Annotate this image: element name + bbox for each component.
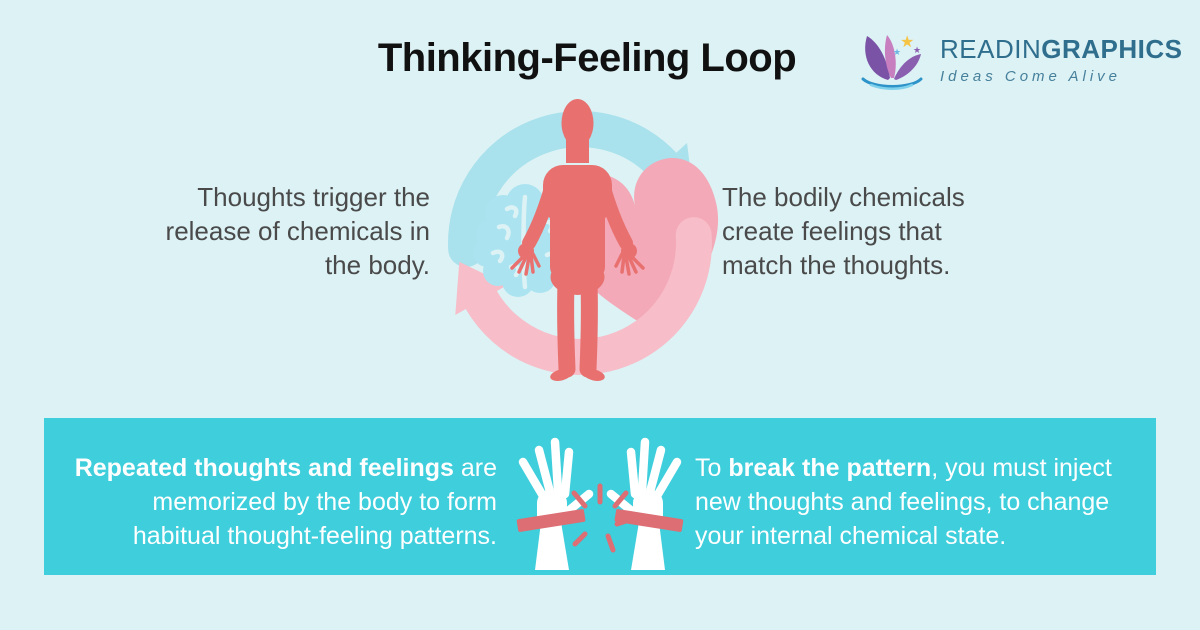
break-burst bbox=[571, 483, 632, 553]
brand-bold: GRAPHICS bbox=[1041, 34, 1183, 65]
tiny-star-icon: ★ bbox=[913, 45, 921, 55]
band-right-caption: To break the pattern, you must inject ne… bbox=[695, 451, 1140, 553]
bold-text: Repeated thoughts and feelings bbox=[74, 454, 454, 482]
logo-inner-wing bbox=[884, 35, 896, 78]
caption-line: memorized by the body to form bbox=[152, 488, 497, 516]
logo-swoosh-light bbox=[869, 83, 914, 90]
caption-line: The bodily chemicals bbox=[722, 182, 965, 212]
regular-text: To bbox=[695, 454, 729, 482]
caption-line: habitual thought-feeling patterns. bbox=[132, 522, 497, 550]
bold-text: break the pattern bbox=[728, 454, 932, 482]
caption-line: new thoughts and feelings, to change bbox=[695, 488, 1110, 516]
logo-right-wing bbox=[894, 54, 921, 80]
regular-text: are bbox=[453, 454, 497, 482]
left-hand bbox=[518, 437, 594, 570]
caption-line: the body. bbox=[324, 250, 430, 280]
star-icon: ★ bbox=[900, 34, 914, 51]
butterfly-book-logo-icon: ★ ★ ★ bbox=[861, 34, 923, 90]
broken-bar bbox=[516, 509, 684, 532]
right-hand bbox=[606, 437, 682, 570]
small-star-icon: ★ bbox=[893, 47, 901, 57]
hands-breaking-bar-icon bbox=[516, 437, 684, 570]
thinking-feeling-loop-illustration bbox=[448, 99, 718, 381]
pink-loop-arrow-icon bbox=[455, 217, 712, 375]
logo-text: READINGRAPHICS Ideas Come Alive bbox=[940, 35, 1183, 85]
caption-line: To break the pattern, you must inject bbox=[695, 451, 1140, 485]
caption-line: your internal chemical state. bbox=[695, 522, 1007, 550]
brand-regular: READIN bbox=[940, 34, 1042, 65]
human-body-icon bbox=[510, 99, 645, 381]
band-left-caption: Repeated thoughts and feelings are memor… bbox=[60, 451, 497, 553]
brand-tagline: Ideas Come Alive bbox=[940, 67, 1121, 85]
page-title: Thinking-Feeling Loop bbox=[377, 36, 797, 80]
logo-swoosh bbox=[861, 77, 923, 88]
caption-line: Thoughts trigger the bbox=[197, 182, 430, 212]
loop-right-caption: The bodily chemicals create feelings tha… bbox=[722, 180, 1032, 282]
brand-name: READINGRAPHICS bbox=[940, 35, 1183, 64]
logo-left-wing bbox=[865, 36, 890, 80]
caption-line: match the thoughts. bbox=[722, 250, 951, 280]
caption-line: create feelings that bbox=[722, 216, 942, 246]
caption-line: Repeated thoughts and feelings are bbox=[60, 451, 497, 485]
brand-logo: ★ ★ ★ READINGRAPHICS Ideas Come Alive bbox=[856, 28, 1183, 92]
loop-left-caption: Thoughts trigger the release of chemical… bbox=[140, 180, 430, 282]
regular-text: , you must inject bbox=[931, 454, 1112, 482]
caption-line: release of chemicals in bbox=[165, 216, 430, 246]
